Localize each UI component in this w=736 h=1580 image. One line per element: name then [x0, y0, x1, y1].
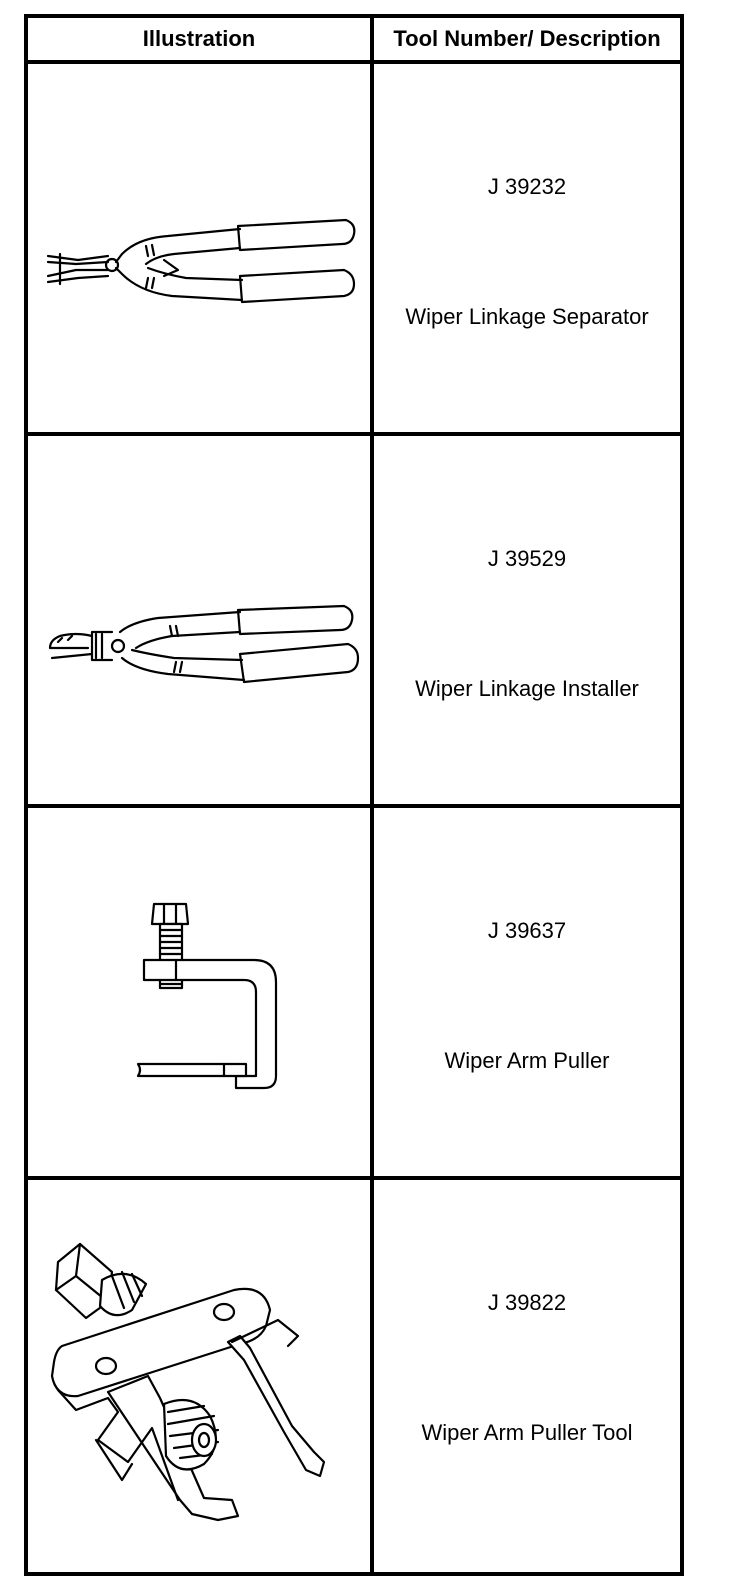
- table-header: Illustration Tool Number/ Description: [28, 18, 680, 64]
- table-row: J 39822 Wiper Arm Puller Tool: [28, 1180, 680, 1572]
- tool-number: J 39529: [487, 546, 567, 571]
- c-clamp-puller-icon: [136, 902, 278, 1090]
- tool-number: J 39637: [487, 918, 567, 943]
- row-divider: [28, 804, 680, 808]
- tool-table: Illustration Tool Number/ Description: [24, 14, 684, 1576]
- tool-name: Wiper Arm Puller Tool: [421, 1420, 633, 1445]
- table-row: J 39637 Wiper Arm Puller: [28, 808, 680, 1176]
- tool-number: J 39822: [487, 1290, 567, 1315]
- tool-name: Wiper Arm Puller: [444, 1048, 610, 1073]
- pliers-installer-icon: [48, 604, 360, 684]
- illustration-header: Illustration: [142, 26, 256, 51]
- row-divider: [28, 1176, 680, 1180]
- two-jaw-puller-icon: [50, 1242, 326, 1522]
- row-divider: [28, 432, 680, 436]
- column-divider: [370, 18, 374, 1572]
- tool-number: J 39232: [487, 174, 567, 199]
- table-row: J 39232 Wiper Linkage Separator: [28, 64, 680, 432]
- tool-name: Wiper Linkage Separator: [405, 304, 649, 329]
- pliers-separator-icon: [46, 218, 356, 304]
- table-row: J 39529 Wiper Linkage Installer: [28, 436, 680, 804]
- tool-name: Wiper Linkage Installer: [415, 676, 639, 701]
- description-header: Tool Number/ Description: [393, 26, 661, 51]
